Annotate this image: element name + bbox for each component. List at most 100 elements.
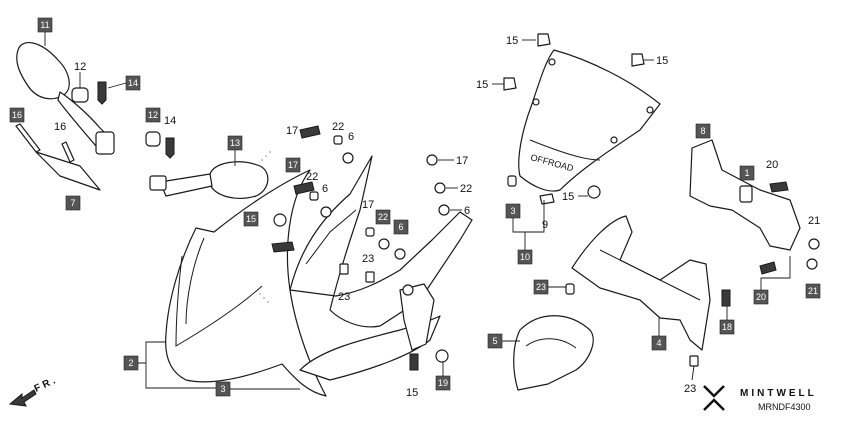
callout-23c: 23: [533, 279, 566, 295]
callout-6a: 6: [348, 131, 354, 143]
callout-14b: 14: [164, 115, 176, 127]
svg-text:20: 20: [756, 292, 766, 302]
svg-text:1: 1: [744, 168, 749, 178]
callout-22b: 22: [306, 171, 318, 183]
upper-cowl-left: [165, 169, 327, 397]
small-hardware-middle: [271, 125, 450, 371]
svg-text:15: 15: [656, 55, 668, 67]
brand-logo: MINTWELL MRNDF4300: [703, 385, 817, 412]
windscreen-hardware: [503, 33, 645, 205]
svg-text:17: 17: [288, 160, 298, 170]
callout-16b: 16: [54, 121, 66, 133]
svg-text:9: 9: [542, 219, 548, 231]
callout-10: 10: [517, 232, 533, 265]
svg-text:22: 22: [332, 121, 344, 133]
callout-2: 2: [123, 341, 216, 389]
svg-text:12: 12: [148, 110, 158, 120]
svg-text:13: 13: [230, 138, 240, 148]
callout-8: 8: [695, 123, 711, 139]
svg-text:6: 6: [348, 131, 354, 143]
callout-9: 9: [542, 219, 548, 231]
svg-text:2: 2: [128, 358, 133, 368]
callout-14a: 14: [107, 75, 141, 91]
callout-6b: 6: [322, 183, 328, 195]
callout-22d: 22: [446, 183, 472, 195]
front-label: FR.: [33, 374, 60, 395]
svg-text:21: 21: [808, 286, 818, 296]
svg-text:22: 22: [306, 171, 318, 183]
callout-12a: 12: [74, 61, 86, 88]
callout-23a: 23: [362, 253, 374, 265]
upper-stay: [689, 139, 820, 275]
svg-text:15: 15: [476, 79, 488, 91]
callout-23b: 23: [338, 291, 350, 303]
svg-text:23: 23: [536, 282, 546, 292]
callout-15c: 15: [506, 35, 536, 47]
svg-text:14: 14: [128, 78, 138, 88]
callout-5: 5: [487, 333, 520, 349]
callout-20a: 20: [766, 159, 778, 171]
callout-21b: 21: [805, 283, 821, 299]
svg-text:10: 10: [520, 252, 530, 262]
svg-text:15: 15: [506, 35, 518, 47]
middle-cowl-left: [289, 155, 473, 381]
bracket-right-hardware: [565, 283, 731, 367]
svg-text:12: 12: [74, 61, 86, 73]
svg-text:23: 23: [362, 253, 374, 265]
svg-text:15: 15: [246, 214, 256, 224]
diagram-code: MRNDF4300: [758, 402, 811, 412]
callout-19: 19: [435, 362, 451, 391]
svg-text:22: 22: [460, 183, 472, 195]
callout-1: 1: [739, 165, 755, 181]
callout-17c: 17: [362, 199, 374, 211]
brand-name: MINTWELL: [740, 388, 817, 399]
callout-22c: 22: [375, 209, 391, 225]
windscreen: OFFROAD: [518, 49, 661, 192]
svg-text:21: 21: [808, 215, 820, 227]
mirror-bolts: [15, 81, 175, 191]
callout-17b: 17: [285, 157, 301, 173]
dots-pattern: [259, 151, 271, 303]
callout-15f: 15: [562, 191, 588, 203]
callout-22a: 22: [332, 121, 344, 133]
callout-12b: 12: [145, 107, 161, 123]
callout-7: 7: [65, 195, 81, 211]
front-arrow-icon: FR.: [8, 374, 60, 407]
callout-18: 18: [719, 306, 735, 335]
callout-17d: 17: [438, 155, 468, 167]
svg-text:7: 7: [70, 198, 75, 208]
svg-text:22: 22: [378, 212, 388, 222]
callout-4: 4: [651, 318, 667, 351]
lower-inner-cowl: [513, 315, 594, 391]
svg-text:17: 17: [456, 155, 468, 167]
callout-15d: 15: [476, 79, 504, 91]
svg-text:17: 17: [286, 125, 298, 137]
svg-text:14: 14: [164, 115, 176, 127]
svg-text:17: 17: [362, 199, 374, 211]
callout-3b: 3: [505, 200, 545, 233]
callout-15b: 15: [406, 387, 418, 399]
svg-text:6: 6: [322, 183, 328, 195]
svg-text:19: 19: [438, 378, 448, 388]
callout-6d: 6: [450, 205, 470, 217]
svg-text:11: 11: [40, 20, 49, 30]
svg-text:15: 15: [406, 387, 418, 399]
callout-3: 3: [215, 381, 300, 397]
svg-text:20: 20: [766, 159, 778, 171]
callout-13: 13: [227, 135, 243, 166]
meter-panel: [571, 215, 711, 351]
svg-text:15: 15: [562, 191, 574, 203]
callout-23d: 23: [684, 365, 696, 395]
svg-text:3: 3: [220, 384, 225, 394]
left-mirror-lower: [149, 161, 269, 199]
svg-text:18: 18: [722, 322, 732, 332]
callout-17a: 17: [286, 125, 298, 137]
callout-6c: 6: [393, 219, 409, 235]
callout-15e: 15: [644, 55, 668, 67]
callout-21a: 21: [808, 215, 820, 227]
callout-11: 11: [37, 17, 53, 46]
svg-text:3: 3: [510, 206, 515, 216]
svg-text:5: 5: [492, 336, 497, 346]
callout-15a: 15: [243, 211, 259, 227]
